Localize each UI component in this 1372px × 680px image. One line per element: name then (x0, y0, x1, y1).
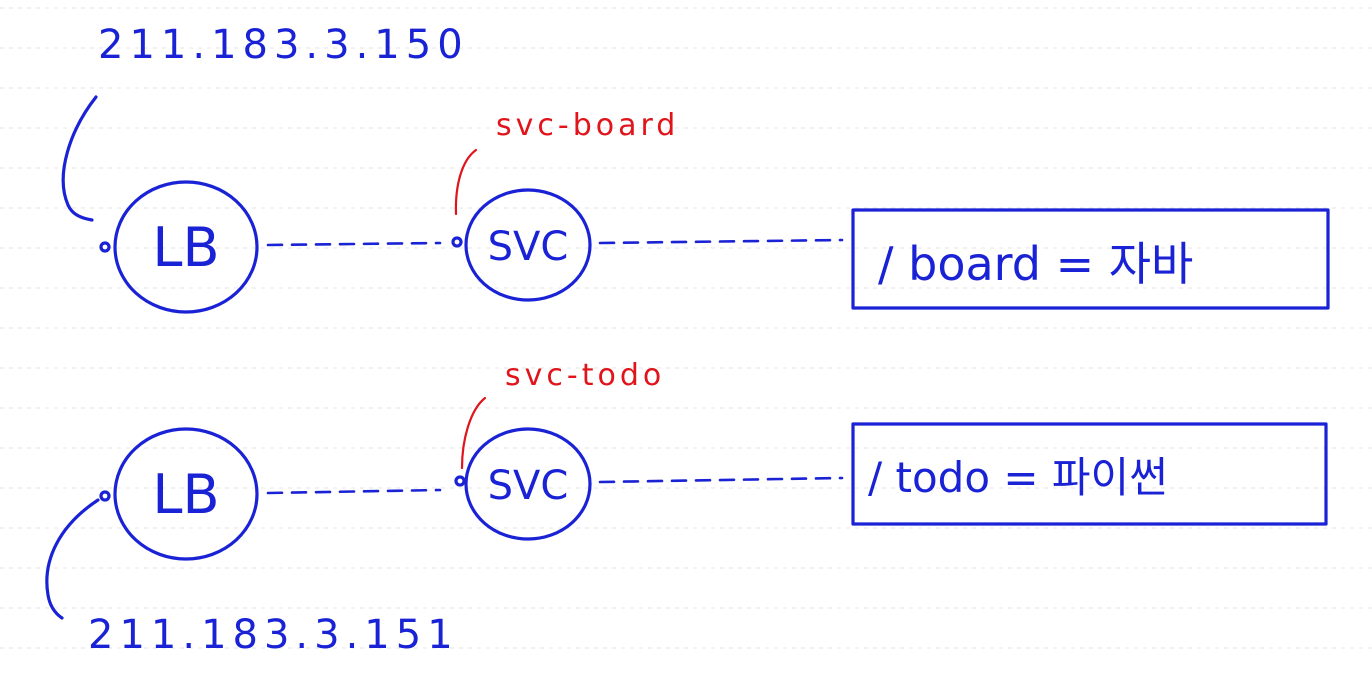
route-todo-box (851, 422, 1328, 526)
svc-top-port (451, 236, 463, 248)
svc-top-node (464, 188, 592, 302)
lb-top-label: LB (152, 216, 219, 279)
route-todo-label: / todo = 파이썬 (868, 453, 1168, 502)
route-board-box (851, 208, 1330, 310)
svc-top-annotation-leader (454, 148, 478, 216)
link-svc-route-top (598, 238, 844, 245)
link-lb-svc-bottom (266, 488, 442, 495)
route-board-label: / board = 자바 (878, 237, 1193, 291)
svc-bottom-node (464, 427, 592, 541)
ip-top-label: 211.183.3.150 (98, 22, 469, 68)
ip-bottom-leader-line (45, 498, 100, 620)
lb-bottom-port (99, 490, 111, 502)
link-svc-route-bottom (598, 476, 844, 484)
svc-top-label: SVC (488, 224, 569, 270)
paper-guide-lines (0, 7, 1372, 649)
svc-bottom-label: SVC (488, 463, 569, 509)
lb-bottom-label: LB (152, 463, 219, 526)
svc-bottom-annotation: svc-todo (505, 358, 665, 393)
ip-top-leader-line (61, 95, 98, 222)
lb-top-port (99, 241, 111, 253)
ip-bottom-label: 211.183.3.151 (88, 612, 459, 658)
link-lb-svc-top (266, 241, 442, 247)
svc-top-annotation: svc-board (496, 108, 679, 143)
svc-bottom-annotation-leader (460, 396, 487, 470)
lb-bottom-node (113, 427, 259, 561)
svc-bottom-port (454, 475, 466, 487)
lb-top-node (113, 180, 259, 314)
